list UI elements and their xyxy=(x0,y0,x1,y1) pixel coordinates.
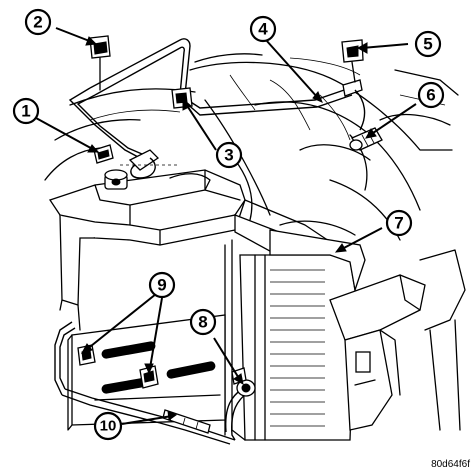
leader-lines xyxy=(35,27,417,425)
callout-5: 5 xyxy=(414,30,442,58)
radiator-condenser-assembly xyxy=(239,220,466,441)
callout-9: 9 xyxy=(148,271,176,299)
callout-5-label: 5 xyxy=(423,35,432,54)
figure-code: 80d64f6f xyxy=(431,459,470,470)
callout-1-label: 1 xyxy=(21,102,30,121)
callout-8-label: 8 xyxy=(198,313,207,332)
callout-4-label: 4 xyxy=(258,20,268,39)
callout-8: 8 xyxy=(189,308,217,336)
clip-item-1 xyxy=(93,144,114,164)
radiator-fins xyxy=(270,269,325,427)
clip-item-5 xyxy=(341,39,364,83)
callout-6-label: 6 xyxy=(426,86,435,105)
callout-9-label: 9 xyxy=(157,276,166,295)
callout-7: 7 xyxy=(385,209,413,237)
callout-7-label: 7 xyxy=(394,214,403,233)
callout-10-label: 10 xyxy=(100,418,117,435)
callout-10: 10 xyxy=(93,411,123,441)
callout-1: 1 xyxy=(12,97,40,125)
callout-3: 3 xyxy=(215,141,243,169)
clip-item-2 xyxy=(89,35,111,91)
callout-2-label: 2 xyxy=(33,13,42,32)
callout-3-label: 3 xyxy=(224,146,233,165)
callout-4: 4 xyxy=(249,15,277,43)
callout-6: 6 xyxy=(417,81,445,109)
callout-2: 2 xyxy=(24,8,52,36)
